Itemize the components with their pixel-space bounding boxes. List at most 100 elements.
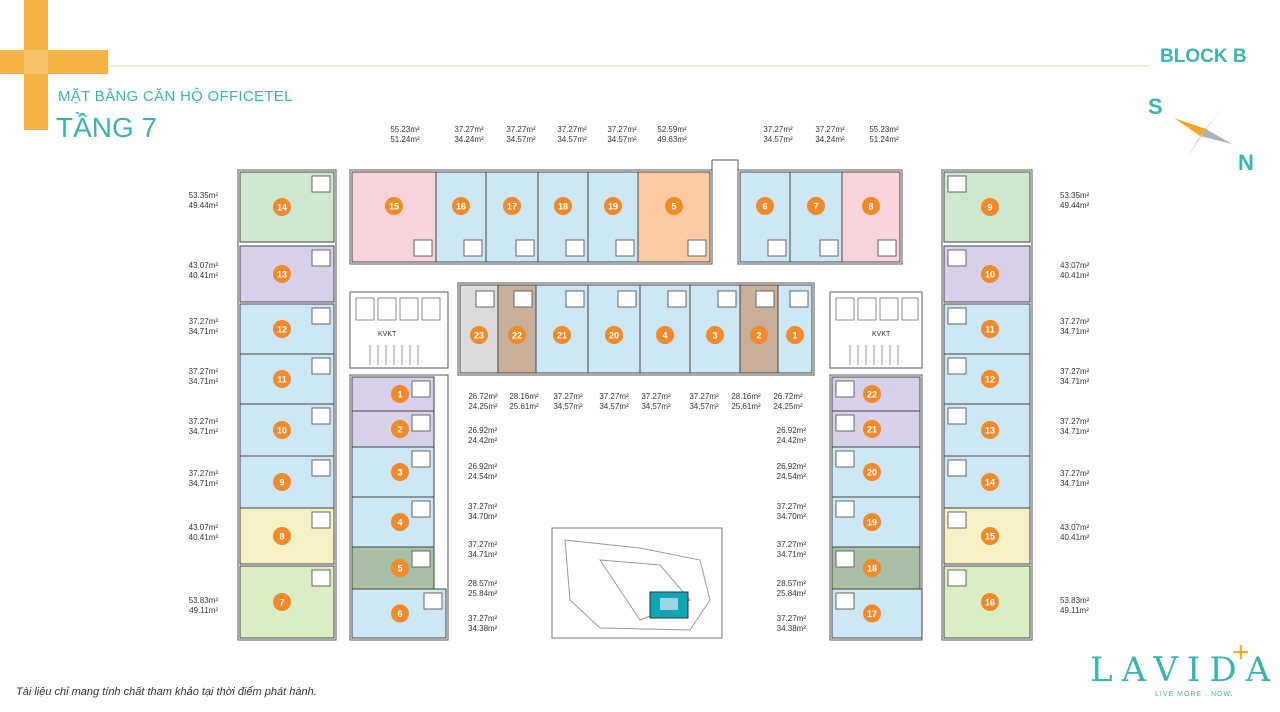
unit-area-gross: 26.92m² — [777, 426, 807, 435]
bathroom — [835, 550, 855, 568]
unit-area-gross: 26.92m² — [777, 462, 807, 471]
bathroom — [515, 239, 535, 257]
unit-number-badge — [863, 513, 881, 531]
unit-number: 17 — [507, 202, 517, 212]
bathroom — [423, 592, 443, 610]
unit-number-badge — [273, 473, 291, 491]
bathroom — [835, 450, 855, 468]
unit-area-gross: 55.23m² — [390, 125, 420, 134]
unit-number: 4 — [397, 518, 402, 528]
unit-number-badge — [452, 197, 470, 215]
unit-number: 3 — [712, 331, 717, 341]
unit-area-gross: 52.59m² — [657, 125, 687, 134]
unit-area-gross: 37.27m² — [189, 417, 219, 426]
unit-number: 14 — [985, 478, 995, 488]
unit-number: 2 — [397, 425, 402, 435]
unit-number: 1 — [397, 390, 402, 400]
unit-number-badge — [862, 197, 880, 215]
unit-number: 15 — [985, 532, 995, 542]
unit-number-badge — [508, 326, 526, 344]
unit-area-net: 51.24m² — [869, 135, 899, 144]
bathroom — [947, 407, 967, 425]
unit-number: 8 — [868, 202, 873, 212]
unit-area-gross: 28.57m² — [777, 579, 807, 588]
unit-area-net: 34.57m² — [607, 135, 637, 144]
unit-area-net: 40.41m² — [1060, 271, 1090, 280]
bathroom — [767, 239, 787, 257]
unit-area-gross: 53.83m² — [189, 596, 219, 605]
unit-area-net: 24.42m² — [468, 436, 498, 445]
bathroom — [947, 459, 967, 477]
unit-number: 10 — [985, 270, 995, 280]
unit-number: 13 — [277, 270, 287, 280]
unit-area-gross: 53.83m² — [1060, 596, 1090, 605]
unit-area-gross: 26.92m² — [468, 462, 498, 471]
unit-number: 9 — [987, 203, 992, 213]
bathroom — [475, 290, 495, 308]
bathroom — [835, 500, 855, 518]
unit-number-badge — [503, 197, 521, 215]
unit-area-gross: 37.27m² — [468, 614, 498, 623]
unit-area-net: 25.84m² — [468, 589, 498, 598]
unit-number-badge — [863, 604, 881, 623]
unit-area-gross: 37.27m² — [1060, 367, 1090, 376]
bathroom — [687, 239, 707, 257]
unit-area-net: 34.57m² — [689, 402, 719, 411]
unit-number-badge — [981, 370, 999, 388]
unit-room — [587, 171, 639, 263]
unit-number: 8 — [279, 532, 284, 542]
unit-number-badge — [981, 473, 999, 491]
unit-number: 16 — [456, 202, 466, 212]
unit-number-badge — [807, 197, 825, 215]
page-title: TẦNG 7 — [56, 112, 158, 143]
unit-area-net: 34.57m² — [599, 402, 629, 411]
bathroom — [513, 290, 533, 308]
core-right-label: KVKT — [872, 331, 891, 338]
unit-number: 22 — [867, 390, 877, 400]
site-key-map — [551, 527, 723, 639]
bathroom — [463, 239, 483, 257]
unit-number-badge — [604, 197, 622, 215]
unit-number-badge — [981, 421, 999, 439]
unit-area-gross: 37.27m² — [607, 125, 637, 134]
unit-area-gross: 37.27m² — [777, 502, 807, 511]
unit-number: 18 — [558, 202, 568, 212]
disclaimer-text: Tài liệu chỉ mang tính chất tham khảo tạ… — [16, 686, 317, 698]
unit-area-gross: 37.27m² — [1060, 469, 1090, 478]
unit-number: 9 — [279, 478, 284, 488]
unit-number-badge — [756, 197, 774, 215]
unit-area-gross: 37.27m² — [454, 125, 484, 134]
unit-area-gross: 37.27m² — [189, 469, 219, 478]
brand-logo: LAVIDA — [1090, 650, 1280, 690]
unit-number: 12 — [985, 375, 995, 385]
unit-ri-22: 22 — [831, 376, 921, 412]
unit-area-gross: 37.27m² — [641, 392, 671, 401]
unit-number-badge — [706, 326, 724, 344]
unit-number: 7 — [813, 202, 818, 212]
bathroom — [947, 357, 967, 375]
bathroom — [947, 249, 967, 267]
unit-area-net: 49.44m² — [1060, 201, 1090, 210]
unit-number: 20 — [867, 468, 877, 478]
bathroom — [947, 511, 967, 529]
unit-area-gross: 37.27m² — [1060, 317, 1090, 326]
unit-area-net: 34.71m² — [1060, 479, 1090, 488]
unit-number-badge — [273, 421, 291, 439]
bathroom — [877, 239, 897, 257]
unit-number-badge — [273, 527, 291, 545]
unit-area-gross: 43.07m² — [189, 261, 219, 270]
